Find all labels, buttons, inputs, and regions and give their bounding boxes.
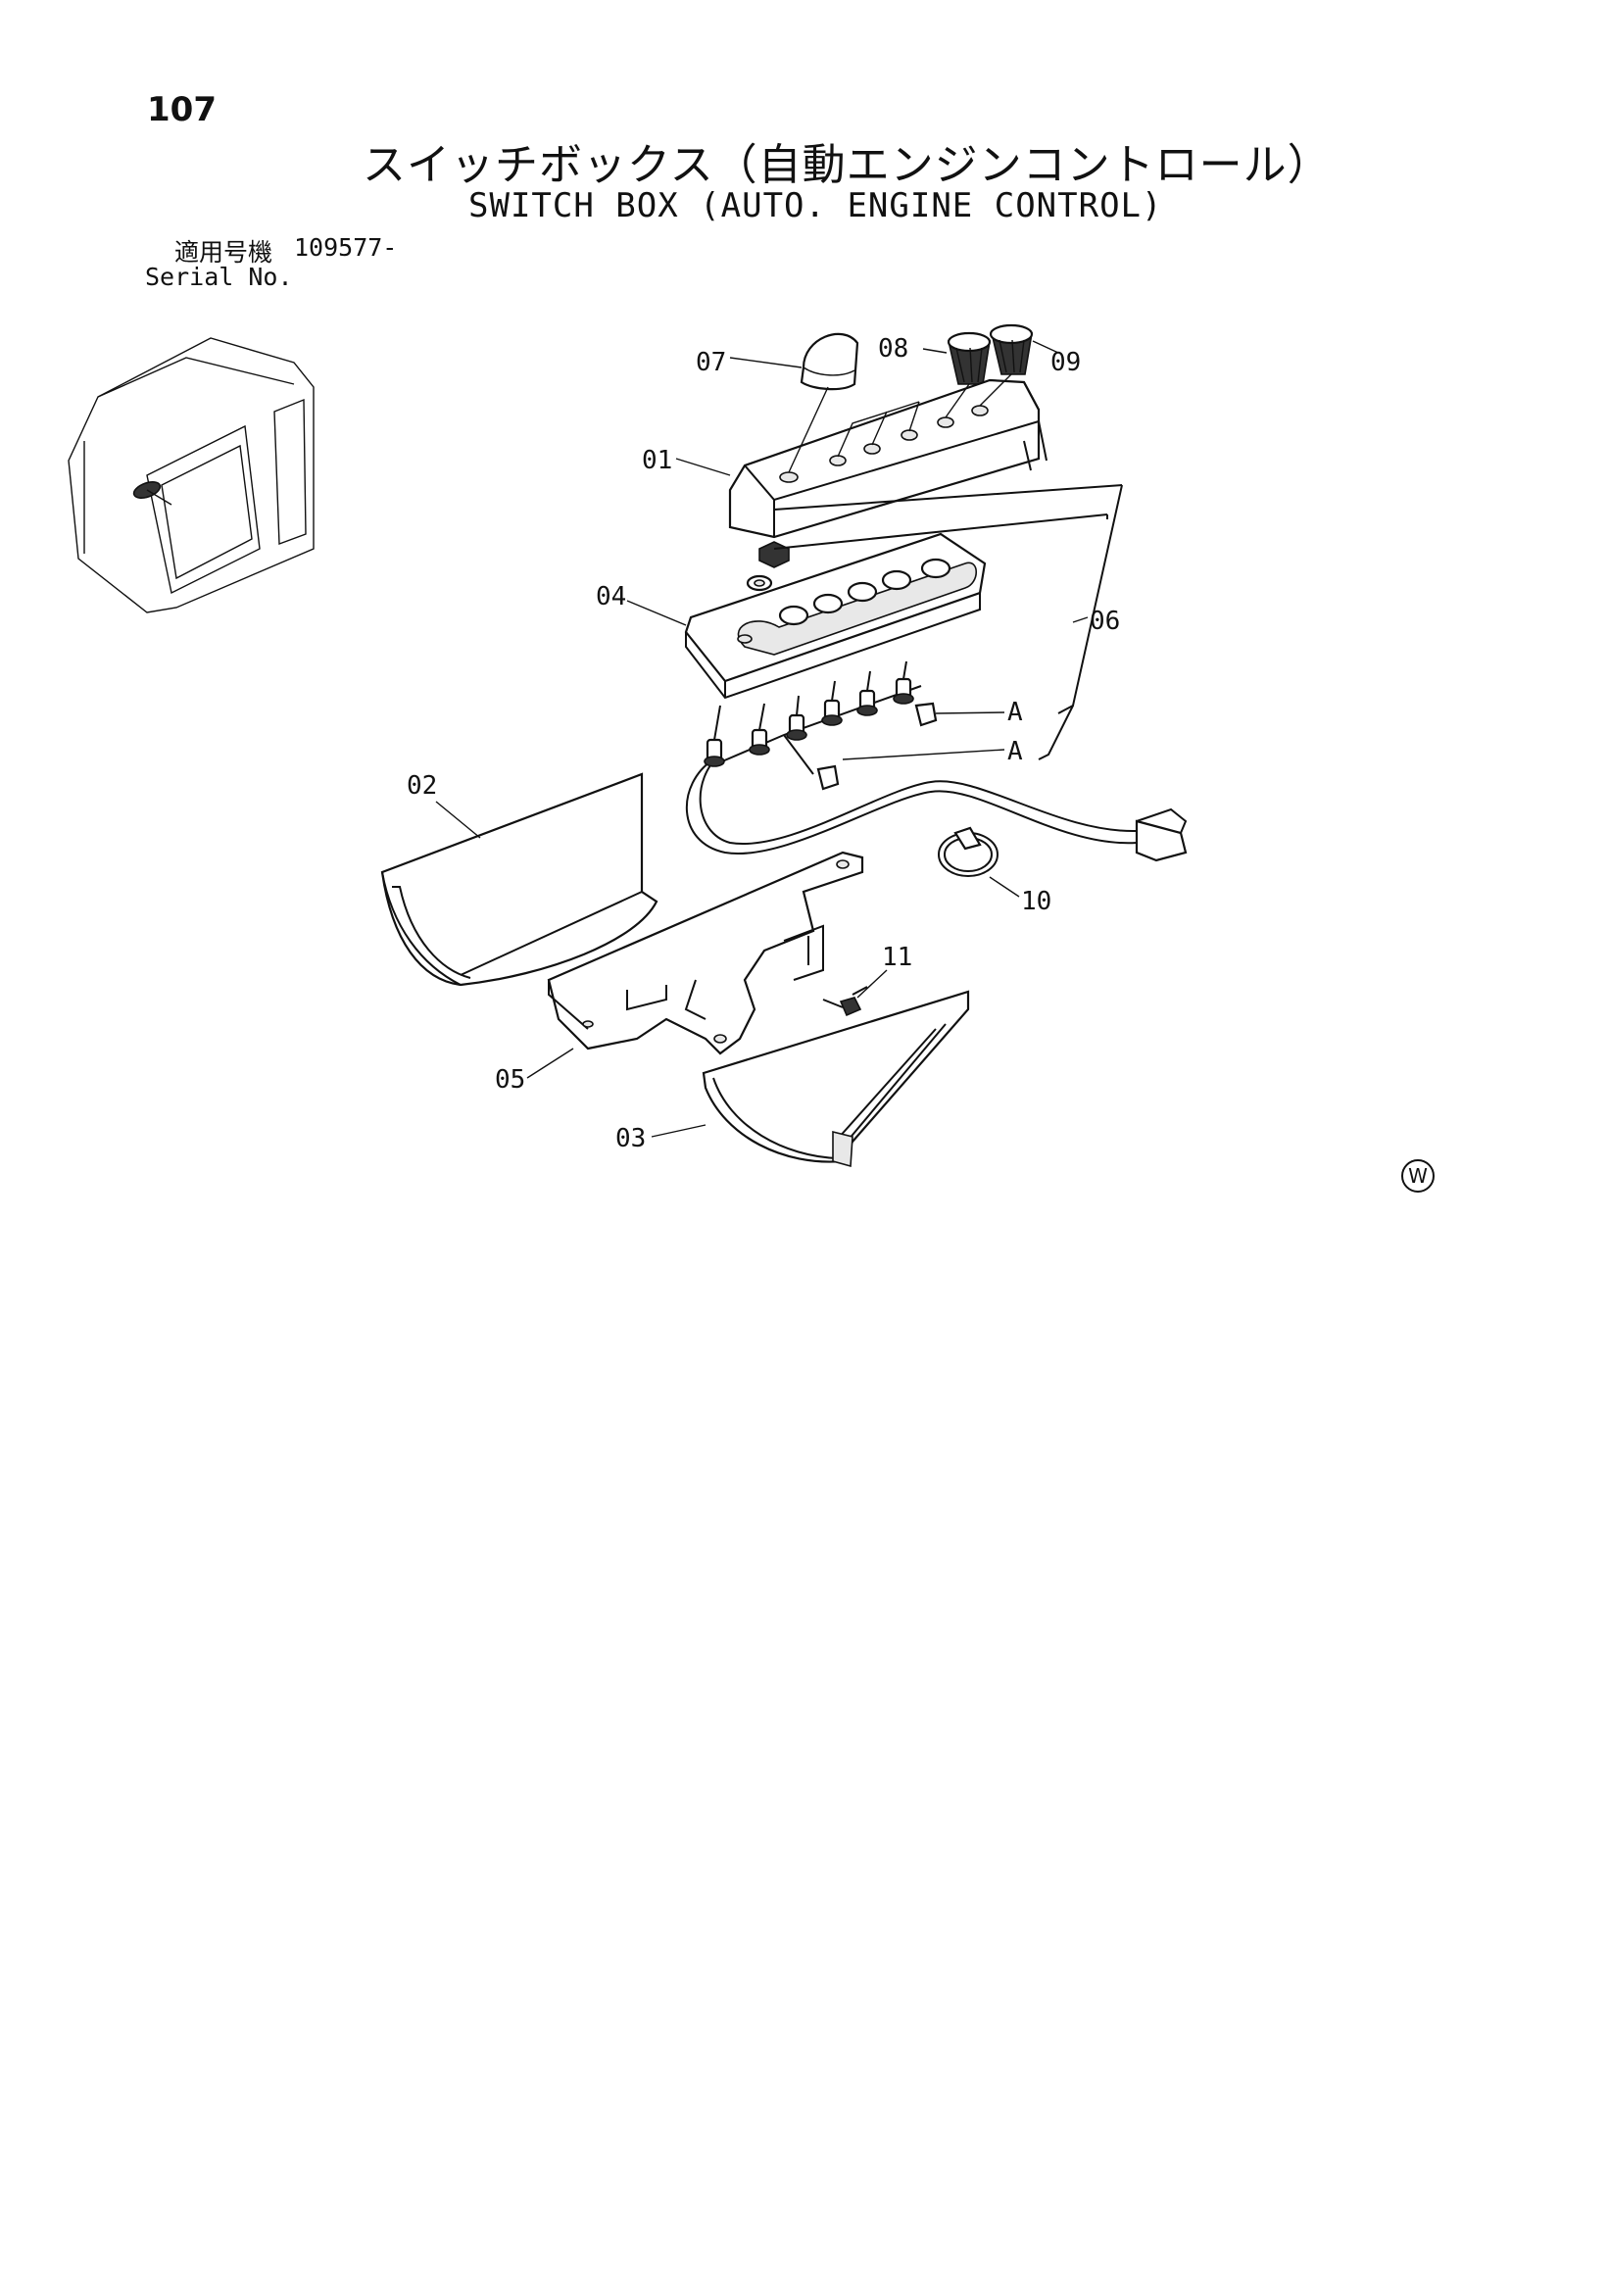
part-07-knob (800, 332, 859, 391)
callout-11: 11 (882, 943, 912, 972)
toggle-switches (704, 660, 938, 791)
page-number: 107 (147, 90, 217, 129)
serial-number-value: 109577- (294, 233, 398, 262)
part-08-cap (947, 331, 992, 385)
callout-03: 03 (615, 1124, 646, 1153)
part-06-wiring-harness (685, 685, 1188, 862)
part-05-mounting-plate (547, 851, 864, 1055)
callout-leader-lines (435, 340, 1089, 1138)
serial-label-english: Serial No. (145, 263, 293, 291)
part-11-screw (822, 986, 868, 1017)
cab-location-thumbnail (68, 337, 315, 613)
callout-05: 05 (495, 1065, 525, 1095)
callout-08: 08 (878, 334, 908, 364)
serial-label-japanese: 適用号機 (174, 238, 273, 267)
page-title-japanese: スイッチボックス（自動エンジンコントロール） (363, 140, 1332, 190)
nut-and-washer (746, 541, 790, 592)
page-title-english: SWITCH BOX (AUTO. ENGINE CONTROL) (468, 186, 1163, 225)
callout-07: 07 (696, 348, 726, 377)
part-02-cover (380, 772, 658, 987)
part-01-panel (728, 378, 1048, 539)
w-mark-icon: W (1401, 1159, 1435, 1193)
callout-06: 06 (1090, 607, 1120, 636)
callout-01: 01 (642, 446, 672, 475)
callout-10: 10 (1021, 887, 1051, 916)
callout-04: 04 (596, 582, 626, 611)
part-10-clamp (938, 826, 999, 877)
callout-a-upper: A (1007, 698, 1023, 727)
part-09-cap (989, 323, 1034, 375)
callout-09: 09 (1050, 348, 1081, 377)
part-04-switch-bracket (684, 532, 987, 700)
callout-a-lower: A (1007, 737, 1023, 766)
part-03-side-cover (702, 990, 970, 1168)
callout-02: 02 (407, 771, 437, 801)
